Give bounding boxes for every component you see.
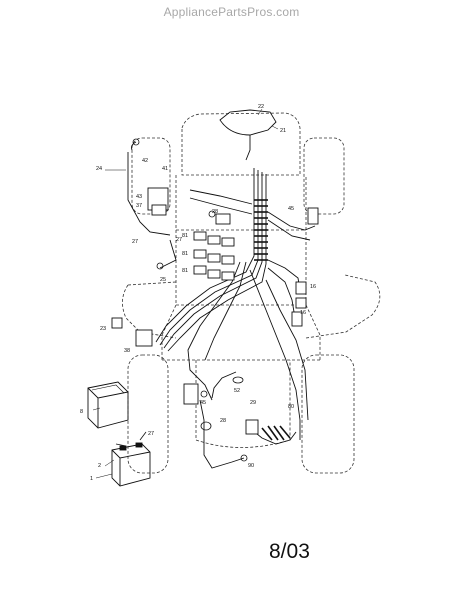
label-16b: 16 — [300, 310, 306, 316]
label-80: 80 — [288, 404, 294, 410]
battery-box — [87, 381, 129, 429]
label-2: 2 — [98, 463, 101, 469]
label-42: 42 — [142, 158, 148, 164]
label-21: 21 — [280, 128, 286, 134]
label-43: 43 — [136, 194, 142, 200]
label-28b: 28 — [220, 418, 226, 424]
label-23: 23 — [100, 326, 106, 332]
label-25: 25 — [160, 277, 166, 283]
label-29: 29 — [250, 400, 256, 406]
battery — [111, 442, 151, 487]
label-81a: 81 — [182, 233, 188, 239]
harness-coil — [254, 199, 291, 441]
label-41: 41 — [162, 166, 168, 172]
date-code: 8/03 — [269, 540, 310, 563]
watermark: AppliancePartsPros.com — [163, 5, 300, 19]
label-1: 1 — [90, 476, 93, 482]
wiring-harness — [127, 109, 316, 469]
part-labels: 22 21 24 42 41 43 37 27 27 27 45 45 28 2… — [80, 104, 316, 482]
label-38: 38 — [124, 348, 130, 354]
label-45b: 45 — [200, 400, 206, 406]
label-81c: 81 — [182, 268, 188, 274]
label-28a: 28 — [212, 209, 218, 215]
switch-part — [183, 383, 199, 405]
components — [111, 187, 319, 435]
label-90: 90 — [248, 463, 254, 469]
label-81b: 81 — [182, 251, 188, 257]
label-45a: 45 — [288, 206, 294, 212]
label-24: 24 — [96, 166, 102, 172]
leader-lines — [92, 108, 279, 479]
label-8: 8 — [80, 409, 83, 415]
label-16a: 16 — [310, 284, 316, 290]
small-parts — [115, 138, 248, 462]
label-27c: 27 — [148, 431, 154, 437]
label-52: 52 — [234, 388, 240, 394]
label-37: 37 — [136, 203, 142, 209]
label-27a: 27 — [132, 239, 138, 245]
label-22: 22 — [258, 104, 264, 110]
label-27b: 27 — [176, 237, 182, 243]
